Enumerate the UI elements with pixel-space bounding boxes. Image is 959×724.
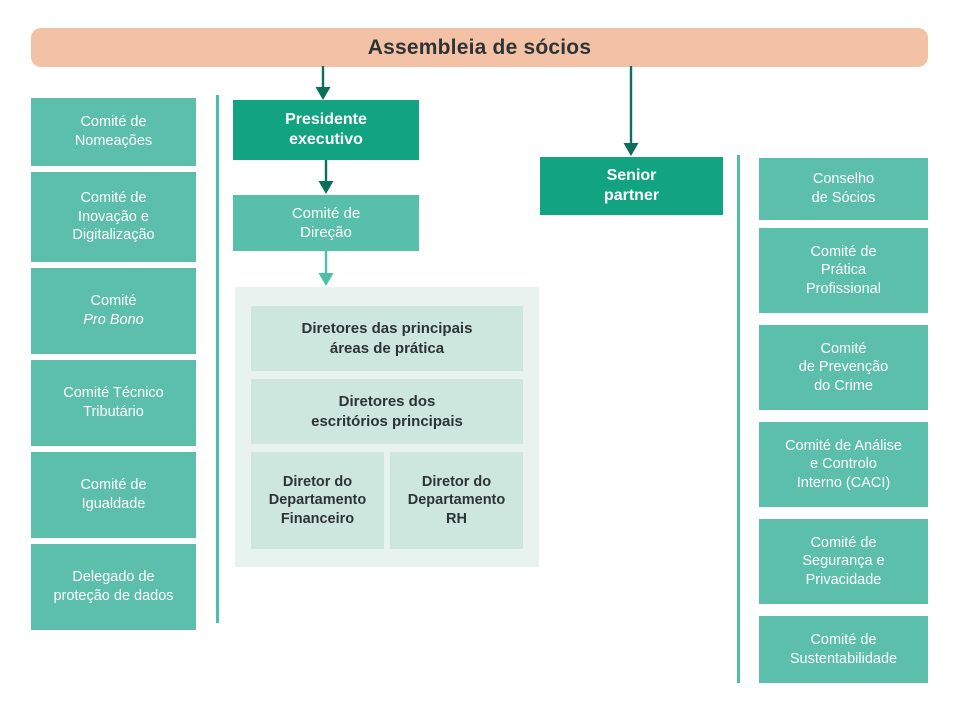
right-column-item-0[interactable]: Conselho de Sócios — [759, 158, 928, 220]
diretor-departamento-rh-label: Diretor do Departamento RH — [407, 473, 506, 527]
senior-partner-label: Senior partner — [603, 166, 660, 204]
assembleia-de-socios-box[interactable]: Assembleia de sócios — [31, 28, 928, 67]
left-column-item-0[interactable]: Comité de Nomeações — [31, 98, 196, 166]
left-column-item-2-italic-label: Pro Bono — [83, 312, 144, 328]
right-column-item-1-label: Comité de Prática Profissional — [806, 243, 881, 297]
presidente-executivo-label: Presidente executivo — [285, 110, 367, 148]
senior-partner-box[interactable]: Senior partner — [540, 157, 723, 215]
connector-presidente-to-comite-direcao — [318, 160, 334, 194]
diretores-escritorios-label: Diretores dos escritórios principais — [311, 393, 463, 430]
left-column-item-4-label: Comité de Igualdade — [80, 477, 147, 512]
connector-assembleia-to-senior-partner — [623, 66, 639, 156]
comite-de-direcao-box[interactable]: Comité de Direção — [233, 195, 419, 251]
left-column-item-5[interactable]: Delegado de proteção de dados — [31, 544, 196, 630]
diretores-escritorios-box[interactable]: Diretores dos escritórios principais — [251, 379, 523, 444]
left-column-item-4[interactable]: Comité de Igualdade — [31, 452, 196, 538]
diretor-departamento-financeiro-label: Diretor do Departamento Financeiro — [268, 473, 367, 527]
diretores-areas-pratica-box[interactable]: Diretores das principais áreas de prátic… — [251, 306, 523, 371]
diretor-departamento-financeiro-box[interactable]: Diretor do Departamento Financeiro — [251, 452, 384, 549]
right-column-item-5[interactable]: Comité de Sustentabilidade — [759, 616, 928, 683]
right-column-item-2-label: Comité de Prevenção do Crime — [798, 340, 889, 394]
page-title: Assembleia de sócios — [367, 35, 592, 59]
left-column-item-5-label: Delegado de proteção de dados — [53, 569, 174, 604]
left-column-item-3-label: Comité Técnico Tributário — [63, 385, 164, 420]
diretor-departamento-rh-box[interactable]: Diretor do Departamento RH — [390, 452, 523, 549]
presidente-executivo-box[interactable]: Presidente executivo — [233, 100, 419, 160]
left-column-item-2-label: Comité — [90, 293, 137, 310]
right-column-item-5-label: Comité de Sustentabilidade — [789, 631, 898, 667]
connector-comite-direcao-to-diretores — [318, 250, 334, 286]
left-column-item-2[interactable]: Comité Pro Bono — [31, 268, 196, 354]
right-column-item-2[interactable]: Comité de Prevenção do Crime — [759, 325, 928, 410]
connector-assembleia-to-presidente — [315, 66, 331, 100]
left-column-item-1[interactable]: Comité de Inovação e Digitalização — [31, 172, 196, 262]
right-column-item-1[interactable]: Comité de Prática Profissional — [759, 228, 928, 313]
left-column-item-1-label: Comité de Inovação e Digitalização — [72, 190, 155, 244]
left-column-divider — [216, 95, 219, 623]
right-column-item-3[interactable]: Comité de Análise e Controlo Interno (CA… — [759, 422, 928, 507]
left-column-item-0-label: Comité de Nomeações — [74, 114, 153, 149]
right-column-item-4-label: Comité de Segurança e Privacidade — [802, 534, 885, 588]
left-column-item-3[interactable]: Comité Técnico Tributário — [31, 360, 196, 446]
right-column-item-4[interactable]: Comité de Segurança e Privacidade — [759, 519, 928, 604]
comite-de-direcao-label: Comité de Direção — [291, 204, 361, 241]
diretores-areas-pratica-label: Diretores das principais áreas de prátic… — [301, 320, 473, 357]
right-column-divider — [737, 155, 740, 683]
right-column-item-0-label: Conselho de Sócios — [811, 171, 876, 206]
right-column-item-3-label: Comité de Análise e Controlo Interno (CA… — [785, 437, 902, 491]
